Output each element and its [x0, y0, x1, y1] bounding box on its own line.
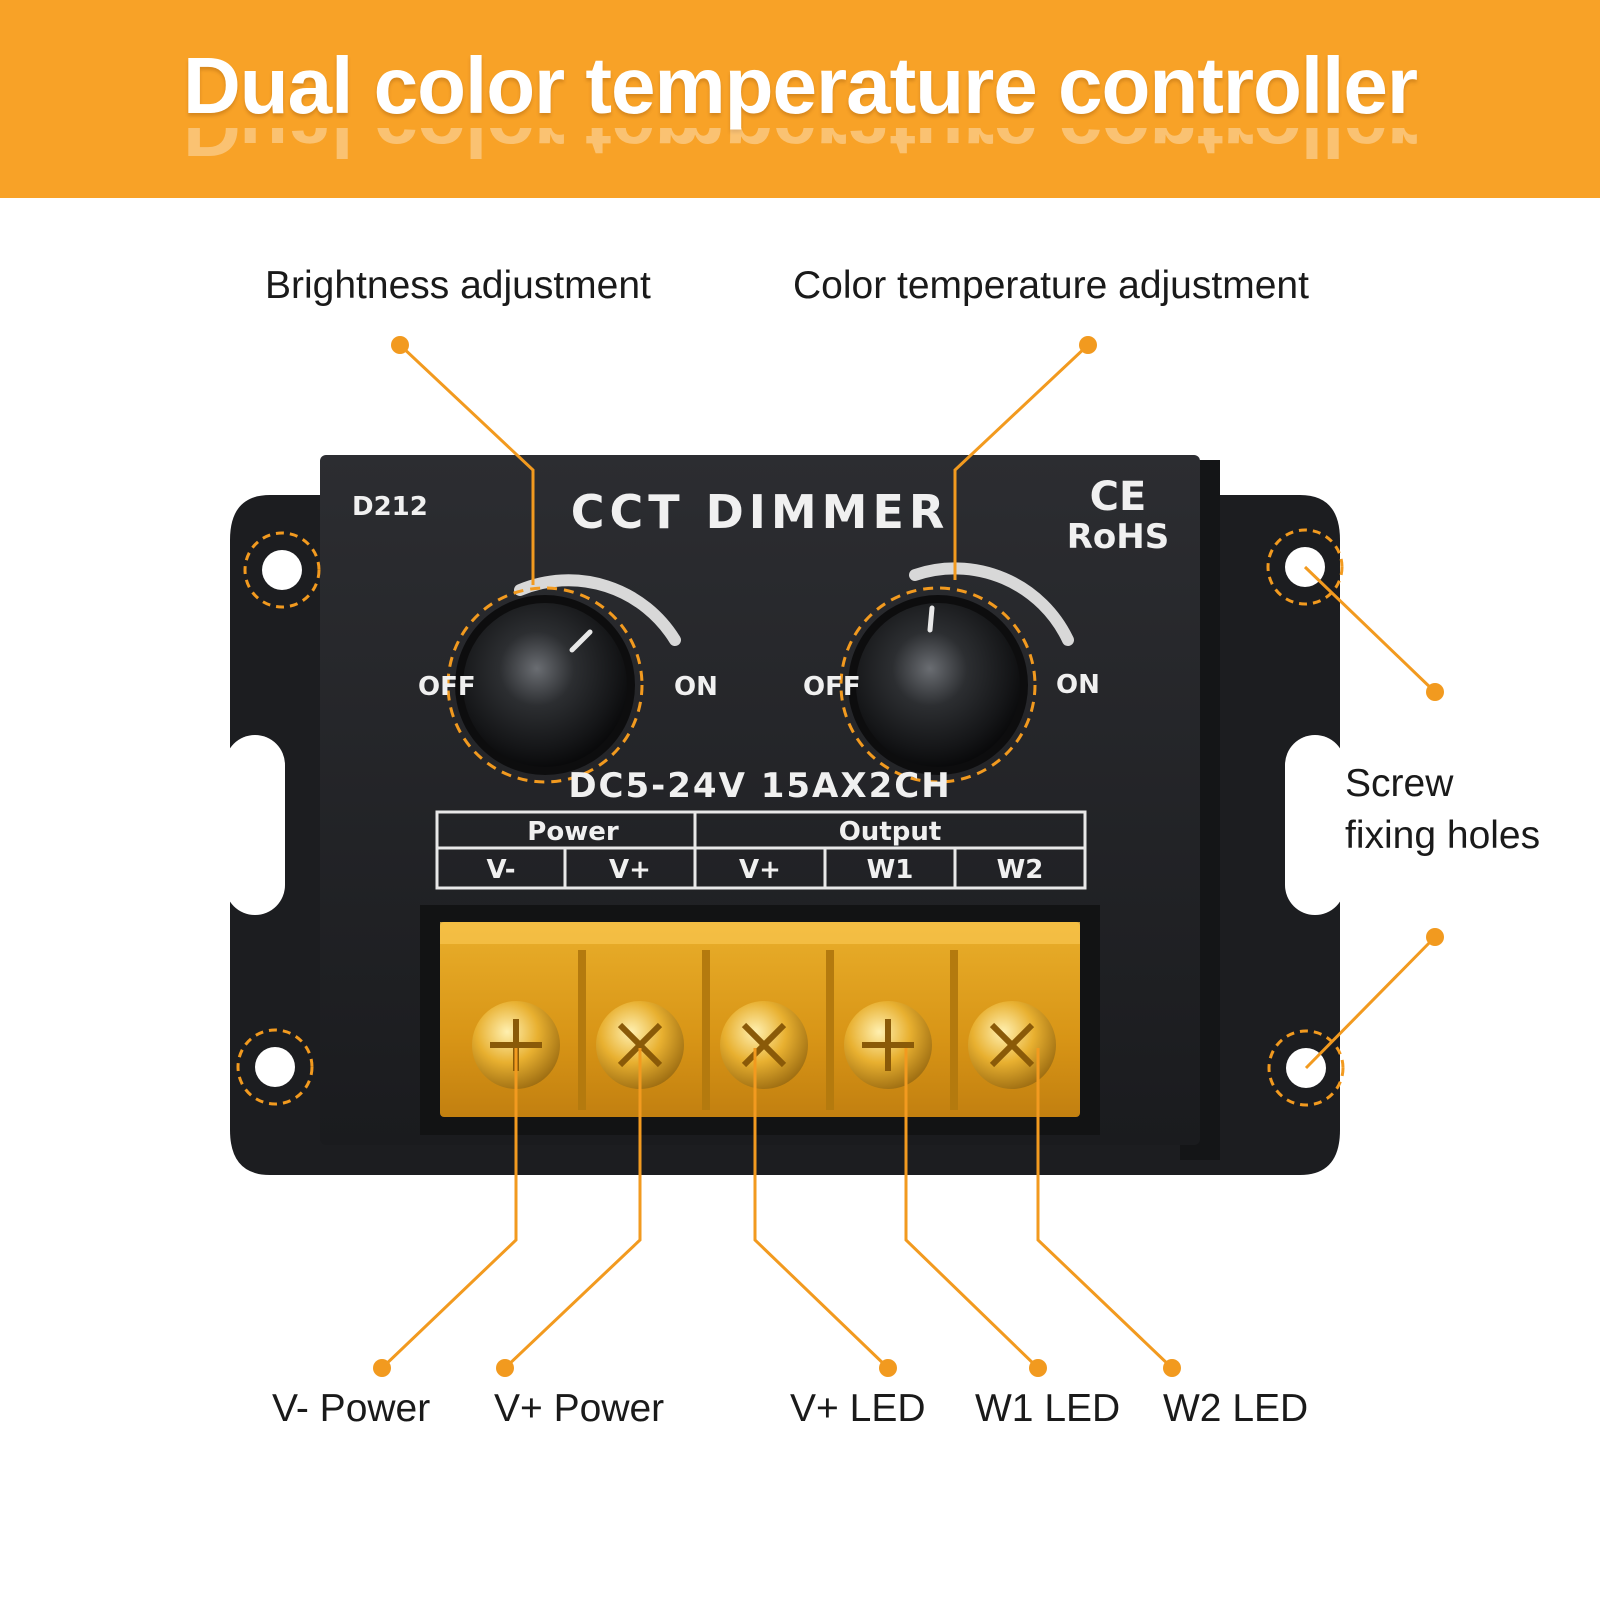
terminal-label-3: V+	[739, 855, 781, 885]
v-plus-power-label: V+ Power	[494, 1387, 665, 1430]
brightness-callout-label: Brightness adjustment	[265, 264, 651, 307]
v-plus-led-leader	[753, 1048, 890, 1370]
terminal-screw-2	[596, 1001, 684, 1089]
w1-led-label: W1 LED	[975, 1387, 1121, 1430]
rating-label: DC5-24V 15AX2CH	[568, 766, 951, 806]
screw-hole-top-left	[243, 531, 321, 609]
terminal-label-5: W2	[997, 855, 1044, 885]
brightness-leader	[398, 343, 535, 585]
screw-top-leader	[1303, 565, 1437, 694]
terminal-dividers	[578, 950, 958, 1110]
screw-hole-bottom-left	[236, 1028, 314, 1106]
model-label: D212	[352, 492, 428, 522]
title-banner: Dual color temperature controller Dual c…	[0, 0, 1600, 198]
terminal-screw-3	[720, 1001, 808, 1089]
v-plus-power-leader	[503, 1048, 642, 1370]
terminal-label-4: W1	[867, 855, 914, 885]
ce-mark: CE	[1090, 474, 1147, 520]
device-name-label: CCT DIMMER	[571, 485, 950, 539]
terminal-screws	[472, 1001, 1056, 1089]
color-temp-dial-arc	[909, 562, 1074, 646]
banner-title: Dual color temperature controller	[183, 41, 1418, 130]
brightness-dial-arc	[514, 574, 681, 646]
color-temp-leader	[953, 343, 1090, 580]
color-temp-callout-label: Color temperature adjustment	[793, 264, 1309, 307]
color-temp-on-label: ON	[1056, 670, 1100, 700]
rohs-mark: RoHS	[1067, 517, 1169, 557]
w1-leader	[904, 1048, 1040, 1370]
terminal-label-2: V+	[609, 855, 651, 885]
brightness-on-label: ON	[674, 672, 718, 702]
callout-dots	[373, 336, 1444, 1377]
power-header: Power	[527, 817, 619, 847]
output-header: Output	[839, 817, 942, 847]
screw-callout-label-line2: fixing holes	[1345, 814, 1541, 857]
flange-left-notch	[225, 735, 285, 915]
callout-lines	[380, 343, 1437, 1370]
flange-right-notch	[1285, 735, 1345, 915]
terminal-label-1: V-	[486, 855, 515, 885]
screw-bottom-leader	[1304, 935, 1437, 1070]
screw-callout-label-line1: Screw	[1345, 762, 1454, 805]
w2-leader	[1036, 1048, 1174, 1370]
terminal-table	[435, 810, 1087, 890]
w2-led-label: W2 LED	[1163, 1387, 1309, 1430]
v-minus-leader	[380, 1048, 518, 1370]
color-temp-off-label: OFF	[803, 672, 861, 702]
terminal-screw-5	[968, 1001, 1056, 1089]
brightness-knob[interactable]	[446, 574, 681, 784]
brightness-off-label: OFF	[418, 672, 476, 702]
v-plus-led-label: V+ LED	[790, 1387, 926, 1430]
v-minus-power-label: V- Power	[272, 1387, 431, 1430]
color-temperature-knob[interactable]	[839, 562, 1074, 784]
terminal-screw-4	[844, 1001, 932, 1089]
